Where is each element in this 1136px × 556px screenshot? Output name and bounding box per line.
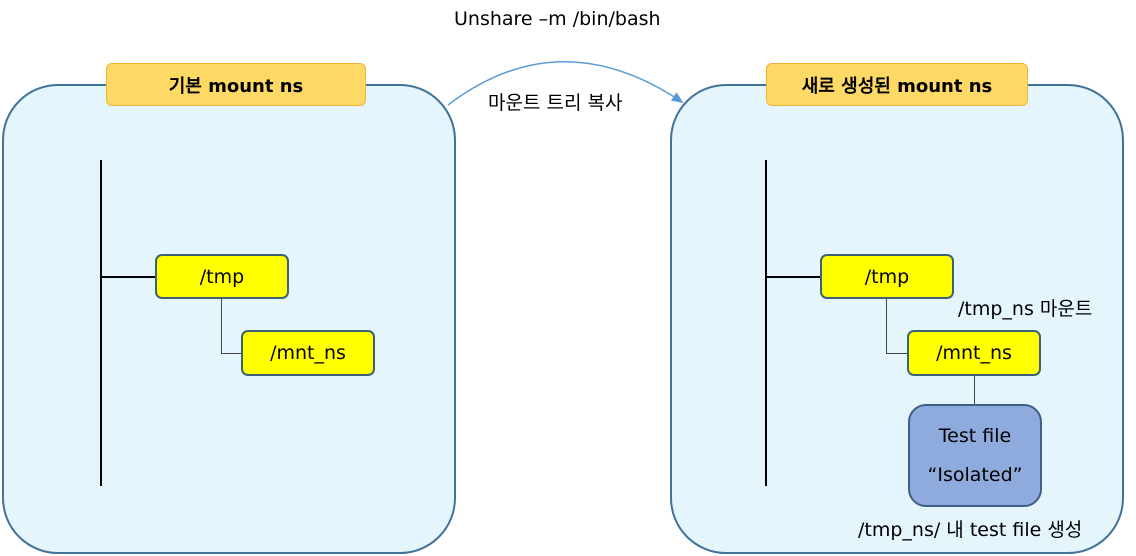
root-tree-line	[100, 160, 102, 486]
tmp-branch-line	[100, 276, 156, 278]
dir-mnt-ns-box: /mnt_ns	[241, 330, 375, 376]
tmp-ns-mount-note: /tmp_ns 마운트	[958, 298, 1093, 320]
dir-tmp-box-new: /tmp	[820, 254, 954, 299]
create-file-note: /tmp_ns/ 내 test file 생성	[858, 519, 1083, 541]
new-mount-ns-panel	[670, 84, 1124, 554]
dir-mnt-ns-box-new: /mnt_ns	[907, 330, 1041, 376]
default-mount-ns-panel	[2, 84, 456, 554]
default-ns-title: 기본 mount ns	[106, 63, 366, 106]
mnt-ns-connector-h-new	[886, 353, 908, 354]
new-ns-title: 새로 생성된 mount ns	[766, 63, 1028, 106]
copy-tree-label: 마운트 트리 복사	[488, 92, 623, 114]
root-tree-line-new	[765, 160, 767, 486]
mnt-ns-connector-v	[221, 299, 222, 353]
command-label: Unshare –m /bin/bash	[454, 8, 661, 30]
test-file-content: “Isolated”	[927, 464, 1023, 487]
dir-tmp-box: /tmp	[155, 254, 289, 299]
mnt-ns-connector-v-new	[886, 299, 887, 353]
file-connector	[974, 376, 975, 404]
tmp-branch-line-new	[765, 276, 821, 278]
mnt-ns-connector-h	[221, 353, 242, 354]
test-file-box: Test file “Isolated”	[908, 404, 1042, 507]
test-file-name: Test file	[938, 424, 1012, 447]
